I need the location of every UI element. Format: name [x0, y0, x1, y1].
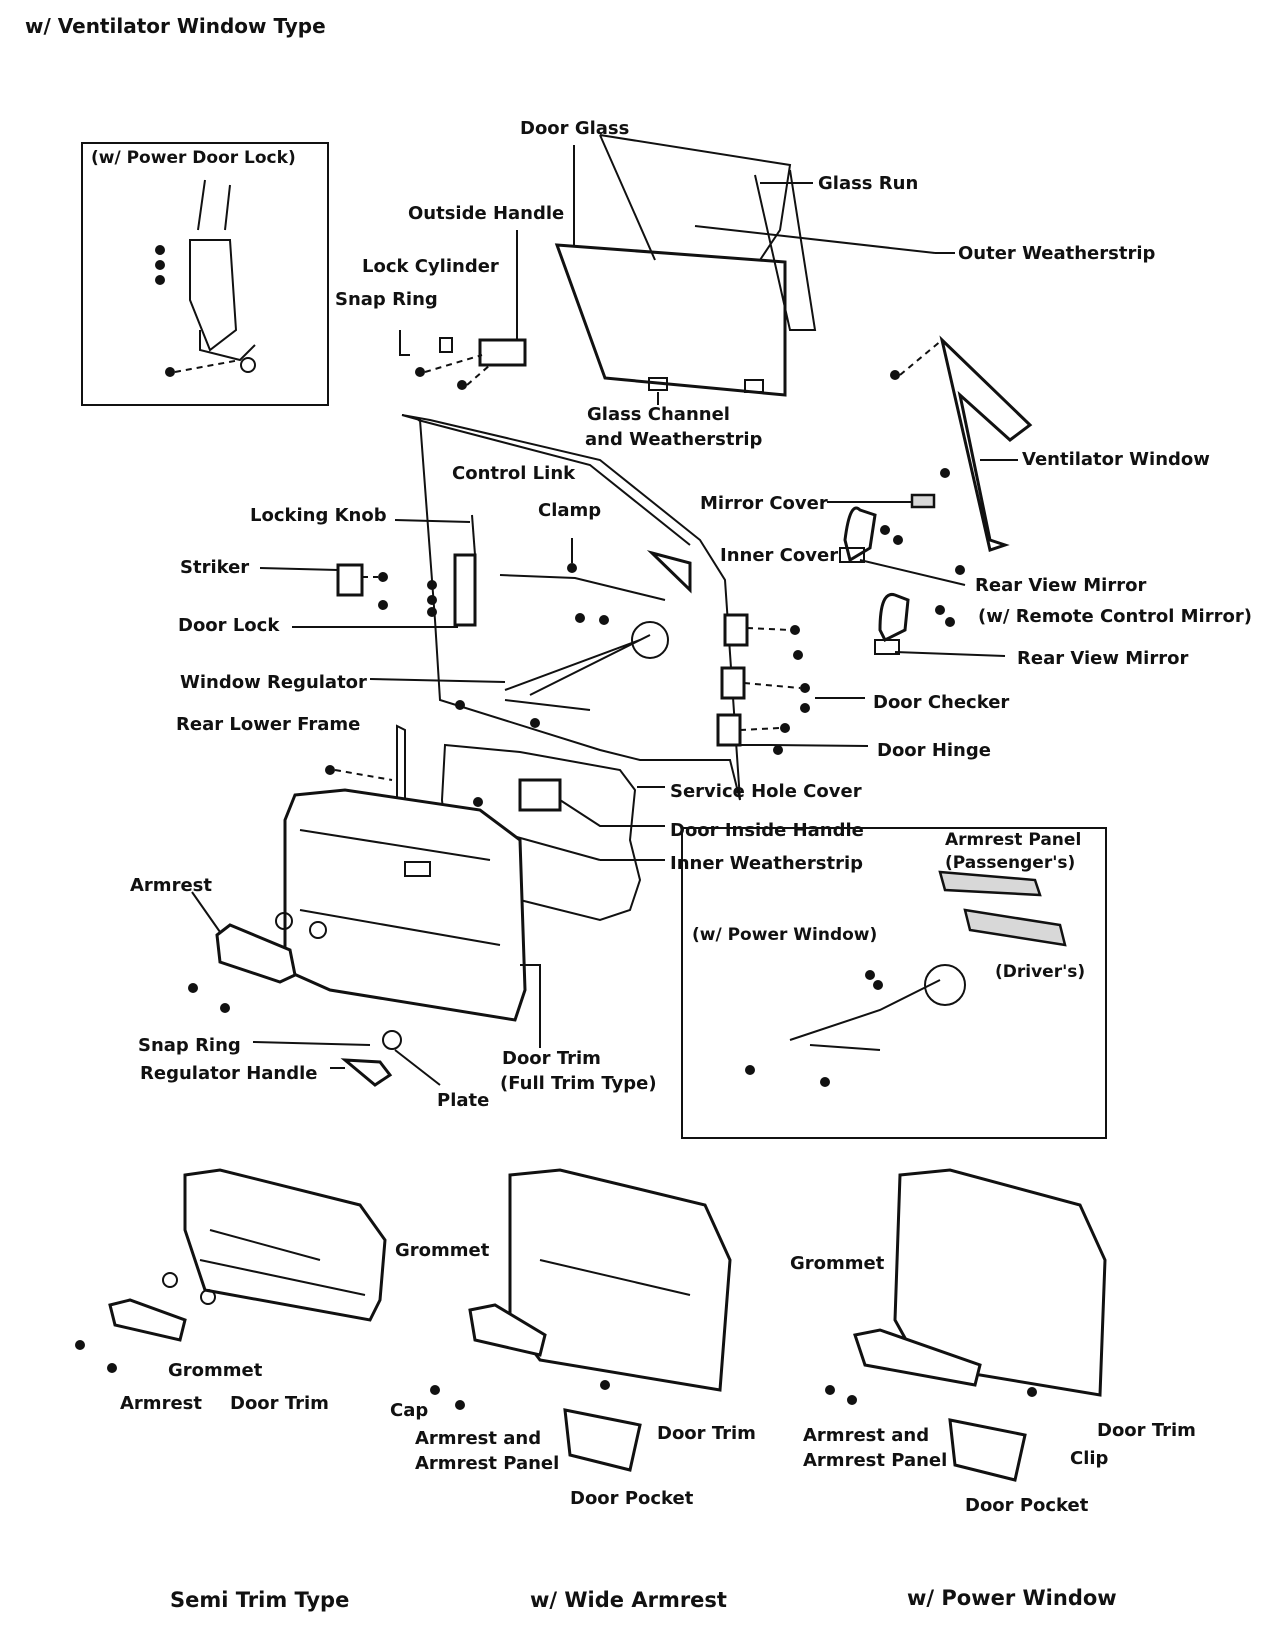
label-armrest-and-1: Armrest and: [415, 1428, 542, 1449]
label-grommet-1: Grommet: [395, 1240, 490, 1261]
label-drivers: (Driver's): [995, 962, 1086, 982]
label-glass-channel-1: Glass Channel: [587, 404, 730, 425]
label-armrest-panel-2: (Passenger's): [945, 853, 1076, 873]
door-panel: [401, 414, 741, 801]
label-mirror-cover: Mirror Cover: [700, 493, 828, 514]
label-cap: Cap: [390, 1400, 429, 1421]
power-window-inset-parts: [745, 870, 1067, 1087]
outside-handle-group: [399, 230, 527, 390]
label-door-pocket-1: Door Pocket: [570, 1488, 694, 1509]
label-door-inside-handle: Door Inside Handle: [670, 820, 864, 841]
label-locking-knob: Locking Knob: [250, 505, 387, 526]
label-armrest-and-2: Armrest Panel: [415, 1453, 560, 1474]
wide-armrest-panel: [430, 1168, 732, 1472]
footer-wide-armrest: w/ Wide Armrest: [530, 1588, 727, 1612]
label-regulator-handle: Regulator Handle: [140, 1063, 318, 1084]
label-door-trim-full-1: Door Trim: [502, 1048, 601, 1069]
mirror-group: [827, 493, 1006, 657]
label-rear-view-mirror: Rear View Mirror: [975, 575, 1147, 596]
label-armrest-and-4: Armrest Panel: [803, 1450, 948, 1471]
label-striker: Striker: [180, 557, 250, 578]
label-door-trim-semi: Door Trim: [230, 1393, 329, 1414]
semi-trim-panel: [75, 1168, 387, 1373]
footer-semi-trim: Semi Trim Type: [170, 1588, 350, 1612]
label-door-trim-pw: Door Trim: [1097, 1420, 1196, 1441]
label-rear-lower-frame: Rear Lower Frame: [176, 714, 361, 735]
label-door-hinge: Door Hinge: [877, 740, 991, 761]
power-door-lock-mechanism: [155, 179, 256, 377]
footer-power-window: w/ Power Window: [907, 1586, 1117, 1610]
label-door-trim-wide: Door Trim: [657, 1423, 756, 1444]
label-grommet-3: Grommet: [168, 1360, 263, 1381]
label-clamp: Clamp: [538, 500, 602, 521]
label-armrest-and-3: Armrest and: [803, 1425, 930, 1446]
label-control-link: Control Link: [452, 463, 576, 484]
label-armrest: Armrest: [130, 875, 212, 896]
power-door-lock-inset-box: [81, 142, 329, 406]
label-clip: Clip: [1070, 1448, 1109, 1469]
power-window-panel: [825, 1168, 1107, 1482]
label-ventilator-window: Ventilator Window: [1022, 449, 1210, 470]
label-door-pocket-2: Door Pocket: [965, 1495, 1089, 1516]
label-inner-cover: Inner Cover: [720, 545, 839, 566]
label-lock-cylinder: Lock Cylinder: [362, 256, 499, 277]
label-outer-weatherstrip: Outer Weatherstrip: [958, 243, 1156, 264]
full-door-trim: [188, 788, 541, 1087]
hinge-checker-group: [716, 613, 869, 755]
power-door-lock-inset-title: (w/ Power Door Lock): [91, 148, 296, 168]
door-glass-group: [554, 134, 955, 405]
label-outside-handle: Outside Handle: [408, 203, 565, 224]
power-window-inset-box: [681, 827, 1107, 1139]
label-remote-control-mirror: (w/ Remote Control Mirror): [978, 606, 1252, 627]
ventilator-window-group: [890, 335, 1033, 575]
label-door-trim-full-2: (Full Trim Type): [500, 1073, 657, 1094]
lock-parts: [259, 514, 477, 628]
label-snap-ring-top: Snap Ring: [335, 289, 438, 310]
label-plate: Plate: [437, 1090, 490, 1111]
label-snap-ring-bottom: Snap Ring: [138, 1035, 241, 1056]
window-regulator: [369, 613, 669, 728]
label-armrest-semi: Armrest: [120, 1393, 202, 1414]
label-armrest-panel-1: Armrest Panel: [945, 830, 1082, 850]
label-window-regulator: Window Regulator: [180, 672, 367, 693]
label-inner-weatherstrip: Inner Weatherstrip: [670, 853, 863, 874]
power-window-inset-title: (w/ Power Window): [692, 925, 878, 945]
page-title: w/ Ventilator Window Type: [25, 14, 326, 38]
label-grommet-2: Grommet: [790, 1253, 885, 1274]
label-door-lock: Door Lock: [178, 615, 280, 636]
label-rear-view-mirror-2: Rear View Mirror: [1017, 648, 1189, 669]
label-glass-channel-2: and Weatherstrip: [585, 429, 763, 450]
label-service-hole-cover: Service Hole Cover: [670, 781, 862, 802]
label-door-checker: Door Checker: [873, 692, 1010, 713]
label-door-glass: Door Glass: [520, 118, 630, 139]
label-glass-run: Glass Run: [818, 173, 919, 194]
